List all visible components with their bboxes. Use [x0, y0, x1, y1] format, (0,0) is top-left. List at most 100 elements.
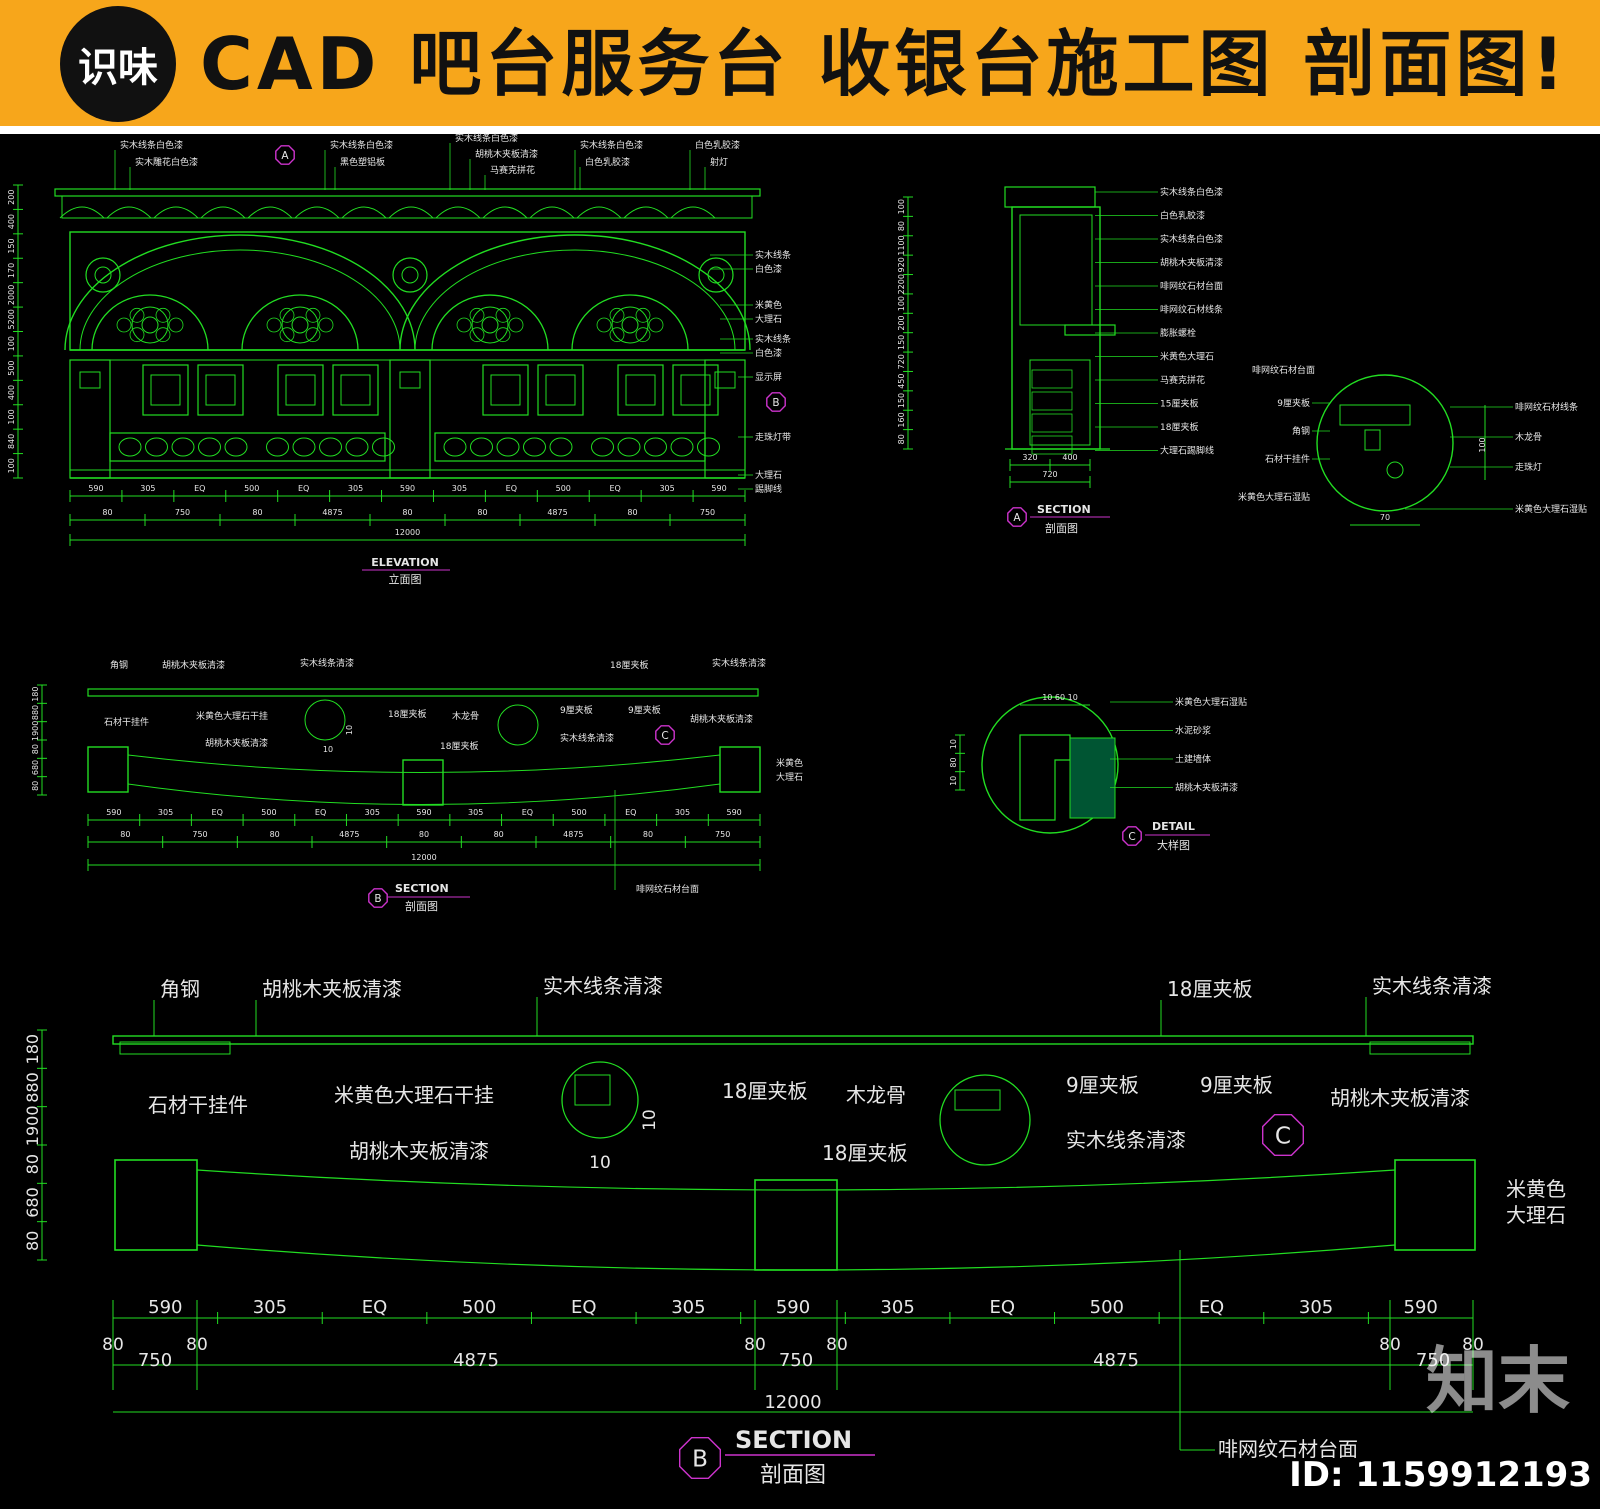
detail-circle [304, 699, 346, 741]
petal-carving [116, 317, 132, 333]
material-callout: 胡桃木夹板清漆 [349, 1139, 489, 1163]
large-detail-circle [939, 1074, 1031, 1166]
material-callout: 啡网纹石材线条 [1515, 401, 1578, 413]
material-callout: 啡网纹石材台面 [1218, 1437, 1358, 1461]
rosette-bead [697, 437, 720, 457]
dimension-value: 305 [452, 484, 467, 493]
dimension-value: 500 [556, 484, 571, 493]
cabinet-door-panel [625, 374, 656, 406]
curved-front [127, 754, 721, 773]
material-callout: 大理石 [755, 313, 782, 325]
petal-carving [155, 327, 171, 343]
dimension-value: 80 [23, 1154, 42, 1174]
petal-carving [596, 317, 612, 333]
display-screen [714, 371, 736, 389]
dimension-value: 200 [7, 190, 16, 205]
section-b-small-title: SECTION [395, 882, 449, 895]
material-callout: 土建墙体 [1175, 753, 1211, 765]
drawer [1031, 391, 1073, 411]
display-screen [399, 371, 421, 389]
dimension-value: 840 [7, 434, 16, 449]
material-callout: 射灯 [710, 156, 728, 168]
dimension-value: 10 [949, 776, 958, 786]
scallop-molding [623, 206, 669, 219]
rosette-bead [224, 437, 248, 457]
material-callout: 显示屏 [755, 372, 782, 383]
stone-pillar [719, 746, 761, 793]
detail-tag-c-letter: C [1128, 831, 1135, 843]
dimension-value: 80 [102, 508, 112, 517]
section-cornice [1004, 186, 1096, 208]
material-callout: 实木线条 [755, 333, 791, 345]
dimension-value: 305 [659, 484, 674, 493]
dimension-value: 500 [462, 1297, 496, 1318]
lightbox-strip [109, 432, 386, 462]
dimension-value: 100 [7, 458, 16, 473]
material-callout: 米黄色 [755, 299, 782, 311]
dimension-value: 80 [949, 757, 958, 767]
rose-carving-center [141, 316, 159, 334]
rosette-bead [266, 437, 289, 457]
dimension-value: 4875 [547, 508, 567, 517]
round-medallion [85, 257, 121, 293]
dimension-value: 70 [1380, 513, 1390, 522]
cabinet-door-panel [340, 374, 371, 406]
elevation-title: ELEVATION [371, 556, 439, 569]
dimension-value: EQ [298, 484, 309, 493]
scallop-molding [341, 206, 387, 219]
petal-carving [305, 307, 321, 323]
material-callout: 膨胀螺栓 [1160, 327, 1196, 339]
scallop-molding [435, 206, 481, 219]
material-callout: 啡网纹石材线条 [1160, 304, 1223, 316]
dimension-value: 750 [175, 508, 190, 517]
rose-carving [611, 306, 649, 344]
rosette-bead [644, 437, 667, 457]
detail-c-profile [1019, 734, 1071, 821]
detail-c-top-dims: 10 60 10 [1042, 693, 1078, 702]
section-a-subtitle: 剖面图 [1045, 521, 1078, 535]
material-callout: 木龙骨 [1515, 431, 1542, 443]
dimension-value: 2200 [897, 274, 906, 294]
dimension-value: 80 [419, 830, 429, 839]
brand-watermark: 知末 [1425, 1339, 1570, 1423]
dimension-value: 500 [244, 484, 259, 493]
dimension-value: 400 [1062, 453, 1077, 462]
dimension-value: 80 [252, 508, 262, 517]
section-tag-a-label-letter: A [1013, 512, 1021, 524]
material-callout: 米黄色 [1506, 1177, 1566, 1201]
section-a-title: SECTION [1037, 503, 1091, 516]
petal-carving [168, 317, 184, 333]
detail-c-subtitle: 大样图 [1157, 838, 1190, 852]
cabinet-door [277, 364, 324, 416]
dimension-value: 720 [897, 354, 906, 369]
petal-carving [609, 327, 625, 343]
material-callout: 胡桃木夹板清漆 [1330, 1086, 1470, 1110]
dimension-value: 100 [1478, 437, 1487, 452]
dimension-value: 12000 [411, 853, 436, 862]
cabinet-door-panel [285, 374, 316, 406]
dimension-value: 2000 [7, 285, 16, 305]
petal-carving [495, 307, 511, 323]
rosette-bead [198, 437, 221, 457]
pillar [389, 359, 431, 479]
material-callout: 实木线条 [755, 249, 791, 261]
material-callout: 角钢 [110, 659, 128, 671]
dimension-value: 80 [31, 781, 40, 791]
material-callout: 9厘夹板 [628, 704, 661, 716]
dimension-value: 10 [323, 745, 333, 754]
pillar [69, 359, 111, 479]
detail-profile [574, 1074, 611, 1106]
petal-carving [129, 327, 145, 343]
dimension-value: EQ [212, 808, 223, 817]
dimension-value: 4875 [563, 830, 583, 839]
dimension-value: 920 [897, 257, 906, 272]
dimension-value: EQ [625, 808, 636, 817]
large-curved-front-bottom [196, 1244, 1396, 1271]
dimension-value: 305 [671, 1297, 705, 1318]
dimension-value: 750 [700, 508, 715, 517]
petal-carving [318, 317, 334, 333]
material-callout: 实木线条白色漆 [455, 132, 518, 144]
material-callout: 木龙骨 [452, 710, 479, 722]
dimension-value: 80 [402, 508, 412, 517]
petal-carving [635, 327, 651, 343]
